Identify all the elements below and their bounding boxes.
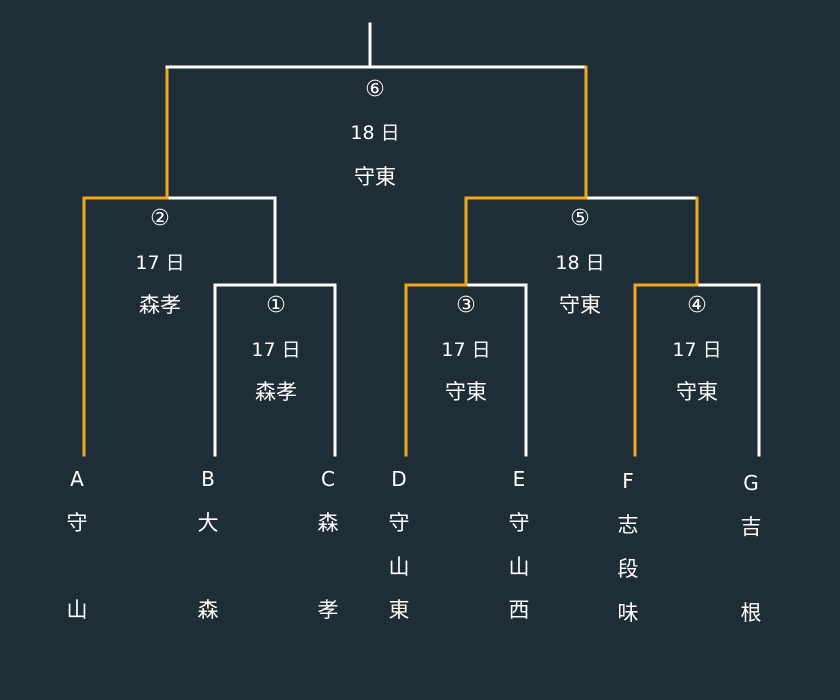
team-b-name-char-1: 大 [197, 511, 219, 535]
match-6-day: 18 日 [350, 122, 400, 144]
match-5-day: 18 日 [555, 252, 605, 274]
team-c-letter: C [321, 467, 335, 491]
team-e-name-char-3: 西 [508, 598, 530, 622]
team-a-name-char-1: 守 [66, 511, 88, 535]
team-g-letter: G [743, 471, 759, 495]
match-2-line-a [82, 196, 169, 457]
match-5-number: ⑤ [570, 206, 590, 231]
team-b-letter: B [201, 467, 215, 491]
match-2-line-m1 [165, 196, 277, 287]
team-b-name-char-3: 森 [197, 598, 219, 622]
match-2-venue: 森孝 [139, 293, 181, 317]
team-g-name-char-1: 吉 [740, 515, 762, 539]
match-4-line-g [695, 283, 761, 457]
team-d-name-char-1: 守 [388, 511, 410, 535]
match-3-venue: 守東 [445, 380, 487, 404]
match-1-venue: 森孝 [255, 380, 297, 404]
match-2-day: 17 日 [135, 252, 185, 274]
team-e-letter: E [512, 467, 526, 491]
team-f-name-char-3: 味 [617, 601, 639, 625]
team-c-name-char-3: 孝 [317, 598, 339, 622]
match-5-line-m3 [464, 196, 588, 287]
match-1-line-c [273, 283, 337, 457]
team-d-letter: D [391, 467, 407, 491]
team-e-name-char-2: 山 [508, 555, 530, 579]
team-g-name-char-3: 根 [740, 601, 762, 625]
match-1-line-b [213, 283, 277, 457]
team-e-name-char-1: 守 [508, 511, 530, 535]
team-f-name-char-2: 段 [617, 557, 639, 581]
team-a-letter: A [70, 467, 84, 491]
match-4-number: ④ [687, 293, 707, 318]
match-1-day: 17 日 [251, 339, 301, 361]
team-f-name-char-1: 志 [617, 513, 639, 537]
match-6-venue: 守東 [354, 165, 396, 189]
match-5-venue: 守東 [559, 293, 601, 317]
match-3-number: ③ [456, 293, 476, 318]
match-2-number: ② [150, 206, 170, 231]
match-4-venue: 守東 [676, 380, 718, 404]
match-4-line-f [633, 283, 699, 457]
team-c-name-char-1: 森 [317, 511, 339, 535]
team-d-name-char-3: 東 [388, 598, 410, 622]
team-f-letter: F [622, 469, 634, 493]
match-3-line-d [404, 283, 468, 457]
match-3-line-e [464, 283, 528, 457]
match-4-day: 17 日 [672, 339, 722, 361]
match-6-number: ⑥ [365, 77, 385, 102]
team-d-name-char-2: 山 [388, 555, 410, 579]
team-a-name-char-3: 山 [66, 598, 88, 622]
match-3-day: 17 日 [441, 339, 491, 361]
match-1-number: ① [266, 293, 286, 318]
